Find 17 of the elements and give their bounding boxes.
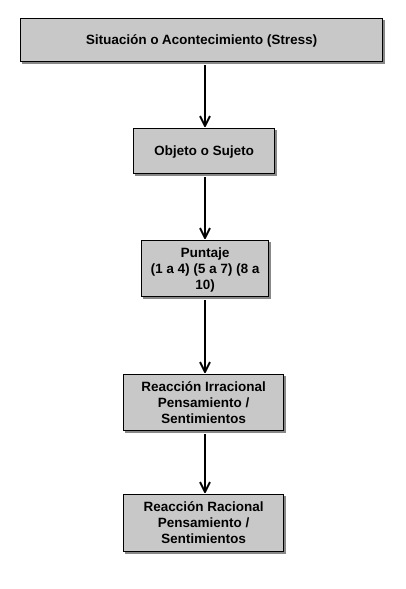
box-text: (1 a 4) (5 a 7) (8 a 10) — [150, 260, 260, 292]
process-box — [141, 240, 269, 297]
process-box — [133, 128, 275, 174]
arrow — [199, 177, 211, 239]
process-box — [123, 494, 284, 552]
box-text: Reacción Racional — [143, 499, 264, 515]
arrow — [199, 65, 211, 127]
process-box — [20, 18, 383, 62]
box-text: Puntaje — [180, 244, 230, 260]
box-text: Reacción Irracional — [141, 378, 266, 394]
box-text: Pensamiento / Sentimientos — [156, 394, 250, 426]
arrow — [199, 434, 211, 493]
box-text: Pensamiento / Sentimientos — [156, 515, 250, 547]
arrow — [199, 300, 211, 373]
box-text: Situación o Acontecimiento (Stress) — [86, 32, 318, 48]
box-text: Objeto o Sujeto — [154, 143, 254, 159]
process-box — [123, 374, 284, 431]
